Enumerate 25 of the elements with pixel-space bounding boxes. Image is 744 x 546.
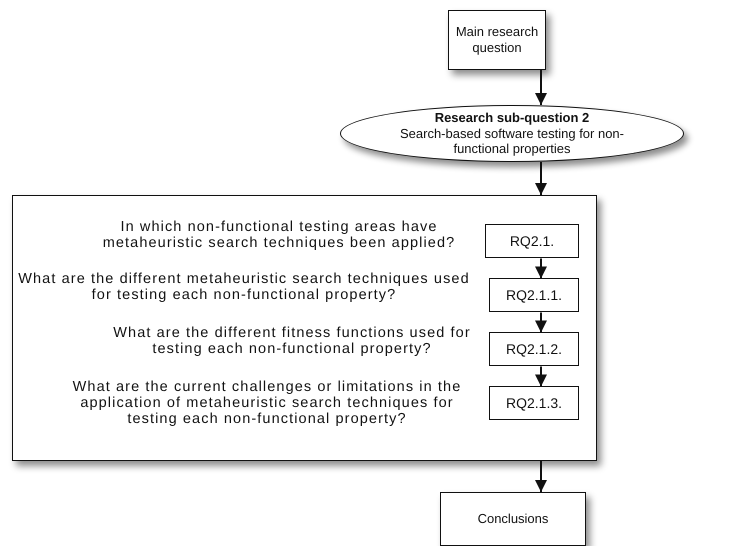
node-heading: Research sub-question 2 <box>434 110 590 126</box>
question-text: In which non-functional testing areas have metaheuristic search techniques been applied? <box>102 219 456 252</box>
question-text: What are the different fitness functions used for testing each non-functional property? <box>112 325 472 358</box>
arrow <box>535 312 547 332</box>
question-box <box>489 332 579 366</box>
arrow <box>535 258 547 278</box>
node-text: RQ2.1.2. <box>506 340 562 358</box>
arrow <box>535 461 547 492</box>
node-text: Main research question <box>454 24 540 56</box>
question-box <box>489 386 579 420</box>
node-text: Search-based software testing for non-functional properties <box>398 126 625 157</box>
node-text: RQ2.1. <box>510 232 554 250</box>
question-box <box>489 278 579 312</box>
node-text: Conclusions <box>478 511 548 527</box>
process-box <box>448 10 546 70</box>
process-box <box>440 492 586 546</box>
group-panel <box>12 195 597 461</box>
node-text: RQ2.1.3. <box>506 394 562 412</box>
question-text: What are the current challenges or limitations in the application of metaheuristic search techniques for testing each non-functional property? <box>72 379 462 428</box>
arrow <box>535 366 547 386</box>
node-text: RQ2.1.1. <box>506 286 562 304</box>
arrow <box>535 70 547 105</box>
question-box <box>485 224 579 258</box>
arrow <box>535 162 547 195</box>
question-text: What are the different metaheuristic search techniques used for testing each non-functional property? <box>17 271 471 304</box>
